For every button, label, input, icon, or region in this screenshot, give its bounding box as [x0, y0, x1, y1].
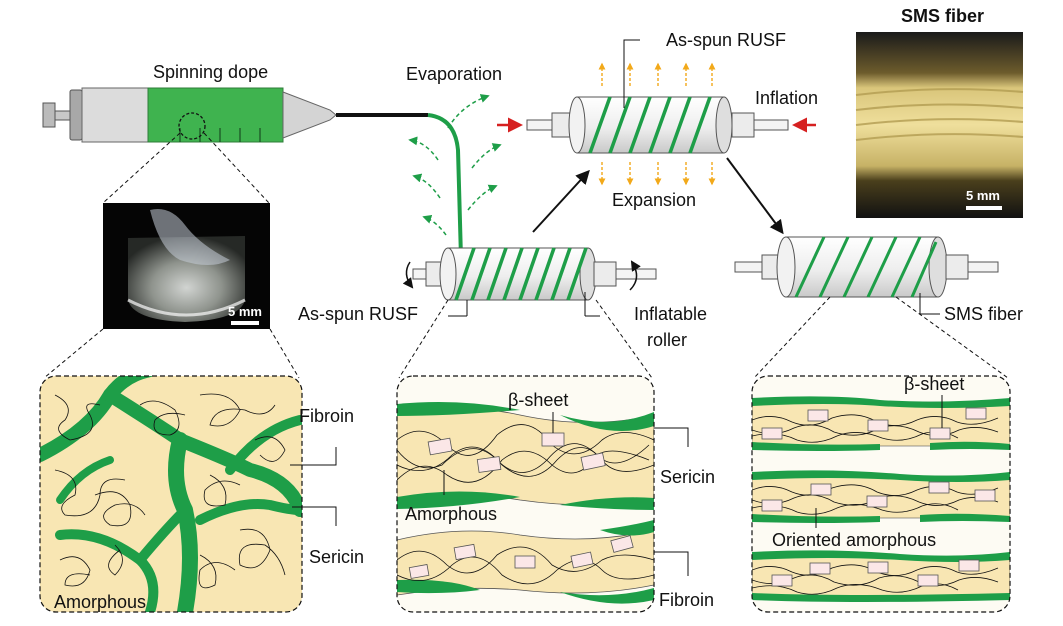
as-spun-rusf-label-mid: As-spun RUSF [298, 304, 418, 324]
process-arrow-up [532, 169, 590, 233]
spinning-dope-label: Spinning dope [153, 62, 268, 82]
sms-fiber-photo: 5 mm [855, 32, 1024, 218]
evaporation-arrows [408, 94, 502, 236]
fibroin-label-mid: Fibroin [659, 590, 714, 610]
panel-sms-structure [751, 375, 1011, 613]
process-arrow-down [726, 157, 784, 235]
dope-photo: 5 mm [43, 203, 300, 379]
inflating-roller [497, 39, 816, 186]
expansion-label: Expansion [612, 190, 696, 210]
inflatable-label-line1: Inflatable [634, 304, 707, 324]
panel-dope-structure [39, 375, 337, 613]
syringe [42, 87, 428, 204]
amorphous-label-mid: Amorphous [405, 504, 497, 524]
sms-fiber-label: SMS fiber [944, 304, 1023, 324]
evaporation-label: Evaporation [406, 64, 502, 84]
zoom-circle [178, 112, 206, 140]
fibroin-label-left: Fibroin [299, 406, 354, 426]
beta-sheet-label-mid: β-sheet [508, 390, 568, 410]
dope-scale-label: 5 mm [228, 304, 262, 319]
amorphous-label-left: Amorphous [54, 592, 146, 612]
spun-fiber [427, 113, 463, 259]
sms-fiber-title: SMS fiber [901, 6, 984, 26]
beta-sheet-label-right: β-sheet [904, 374, 964, 394]
inflation-label: Inflation [755, 88, 818, 108]
sms-fiber-roller [734, 236, 1009, 379]
oriented-amorphous-label: Oriented amorphous [772, 530, 936, 550]
panel-as-spun-structure [396, 375, 689, 613]
sericin-label-mid: Sericin [660, 467, 715, 487]
inflatable-roller [398, 247, 657, 379]
sericin-label-left: Sericin [309, 547, 364, 567]
inflatable-label-line2: roller [647, 330, 687, 350]
as-spun-rusf-label-top: As-spun RUSF [666, 30, 786, 50]
fiber-scale-label: 5 mm [966, 188, 1000, 203]
